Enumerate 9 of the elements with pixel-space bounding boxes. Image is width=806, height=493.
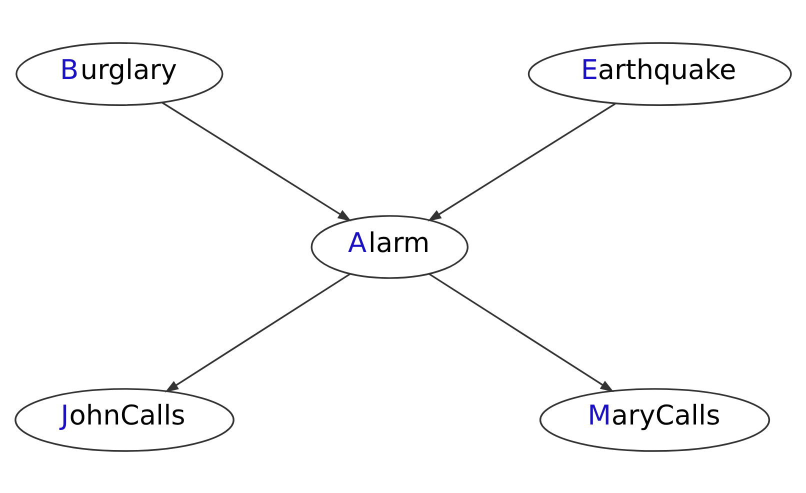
arrow [164,272,350,392]
node-ellipse: Earthquake [528,42,792,106]
node-ellipse: MaryCalls [539,388,770,452]
node-ellipse: Burglary [16,42,224,106]
arrow [428,102,616,221]
arrow [428,272,614,392]
node-ellipse: JohnCalls [14,388,234,452]
arrow [162,101,352,221]
node-ellipse: Alarm [310,214,469,278]
